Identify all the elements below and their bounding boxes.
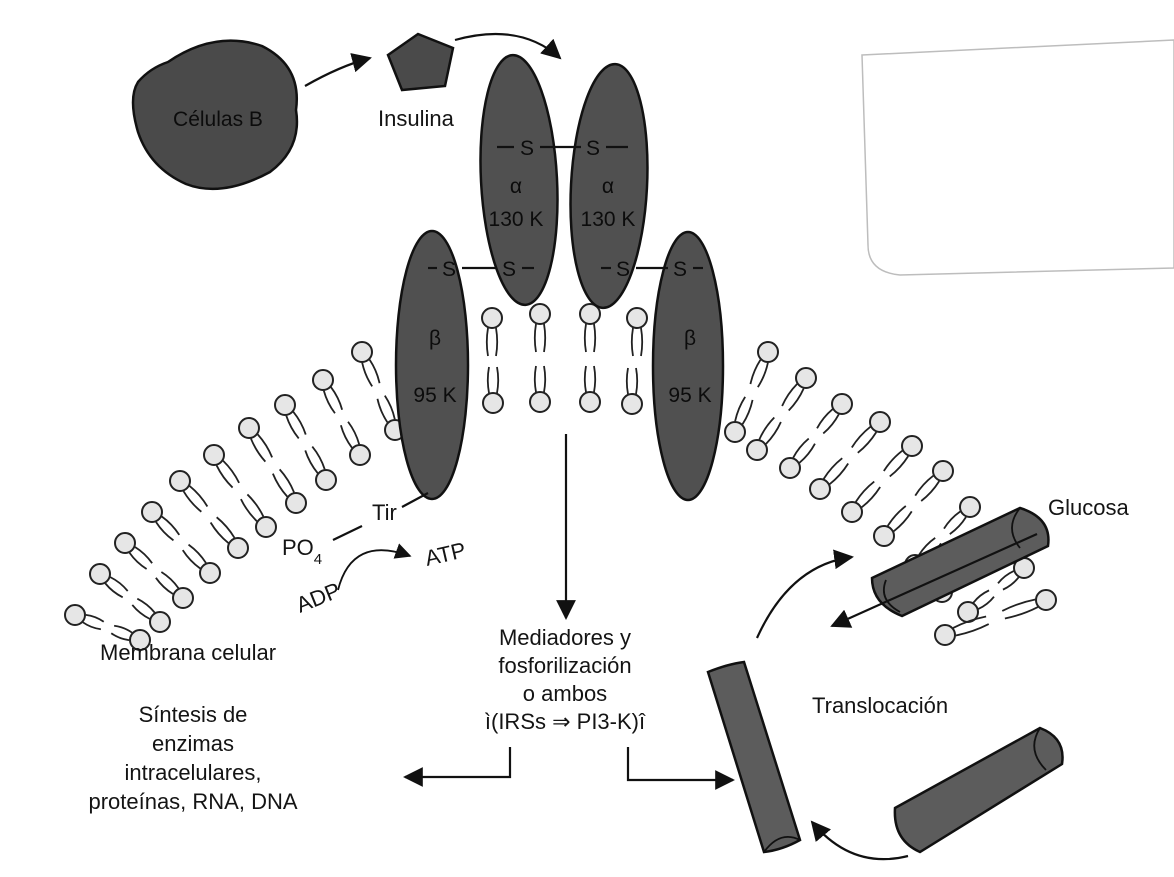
phospholipid [852, 412, 890, 453]
phospholipid [305, 447, 336, 490]
phospholipid [273, 469, 306, 513]
po4-tir-bond [333, 526, 362, 540]
synthesis-arrow [405, 747, 510, 777]
phospholipid [241, 494, 276, 537]
ss-alpha-s1: S [520, 137, 534, 160]
beta-subunit-right [653, 232, 723, 500]
sintesis-line4: proteínas, RNA, DNA [88, 789, 297, 814]
paper-panel [862, 40, 1174, 275]
phospholipid [90, 564, 128, 597]
phospholipid [156, 572, 193, 608]
glucose-transporter-vesicle-left [708, 662, 800, 852]
phospholipid [115, 533, 152, 569]
phospholipid [352, 342, 380, 386]
phospholipid [817, 394, 852, 433]
insulin-molecule [388, 34, 453, 90]
phospholipid [810, 458, 848, 499]
phospholipid [313, 370, 342, 413]
phospholipid [530, 304, 550, 352]
beta-right-mass: 95 K [668, 384, 711, 407]
sintesis-line3: intracelulares, [125, 760, 262, 785]
phospholipid [750, 342, 778, 387]
sintesis-line2: enzimas [152, 731, 234, 756]
mediadores-line4: ì(IRSs ⇒ PI3-K)î [485, 709, 646, 734]
phospholipid [482, 308, 502, 356]
phospholipid [142, 502, 179, 540]
beta-left-mass: 95 K [413, 384, 456, 407]
phospholipid [874, 506, 912, 546]
phospholipid [725, 397, 753, 442]
phospholipid [65, 605, 104, 629]
sintesis-line1: Síntesis de [139, 702, 248, 727]
phospholipid [183, 545, 220, 583]
phospholipid [580, 304, 600, 352]
phospholipid [530, 366, 550, 412]
atp-label: ATP [423, 537, 469, 571]
glucosa-label: Glucosa [1048, 495, 1129, 520]
ss-left-s2: S [502, 258, 516, 281]
phospholipid [211, 517, 248, 558]
binding-arrow [455, 34, 560, 58]
phospholipid [958, 590, 994, 622]
phospholipid [915, 461, 953, 501]
phospholipid [842, 482, 880, 522]
alpha-right-mass: 130 K [581, 208, 636, 231]
phospholipid [204, 445, 239, 488]
alpha-left-symbol: α [510, 175, 522, 198]
phospholipid [884, 436, 922, 476]
po4-label: PO4 [282, 535, 322, 568]
mediadores-line1: Mediadores y [499, 625, 631, 650]
mediadores-line3: o ambos [523, 681, 607, 706]
phospholipid [170, 471, 207, 512]
insertion-arrow [757, 557, 852, 638]
adp-label: ADP [293, 578, 344, 618]
translocacion-label: Translocación [812, 693, 948, 718]
ss-right-s2: S [673, 258, 687, 281]
phospholipid [622, 368, 642, 414]
insulina-label: Insulina [378, 106, 455, 131]
beta-right-symbol: β [684, 327, 696, 350]
phospholipid [747, 418, 781, 460]
mediadores-line2: fosforilización [498, 653, 631, 678]
phospholipid [780, 439, 815, 478]
atp-adp-arrow [338, 550, 410, 590]
phospholipid [132, 599, 170, 632]
alpha-left-mass: 130 K [489, 208, 544, 231]
tir-label: Tir [372, 500, 397, 525]
translocation-arrow [628, 747, 733, 780]
beta-subunit-left [396, 231, 468, 499]
phospholipid [782, 368, 816, 410]
secretion-arrow [305, 58, 370, 86]
celulas-b-label: Células B [173, 108, 263, 131]
ss-right-s1: S [616, 258, 630, 281]
phospholipid [341, 422, 370, 465]
phospholipid [275, 395, 306, 438]
ss-left-s1: S [442, 258, 456, 281]
phospholipid [483, 367, 503, 413]
phospholipid [580, 366, 600, 412]
beta-left-symbol: β [429, 327, 441, 350]
phospholipid [1002, 590, 1056, 618]
glucose-transporter-vesicle-right [895, 728, 1063, 852]
alpha-right-symbol: α [602, 175, 614, 198]
tir-beta-link [402, 493, 428, 507]
phospholipid [239, 418, 272, 462]
membrana-label: Membrana celular [100, 640, 276, 665]
ss-alpha-s2: S [586, 137, 600, 160]
recycling-arrow [812, 822, 908, 859]
phospholipid [627, 308, 647, 356]
